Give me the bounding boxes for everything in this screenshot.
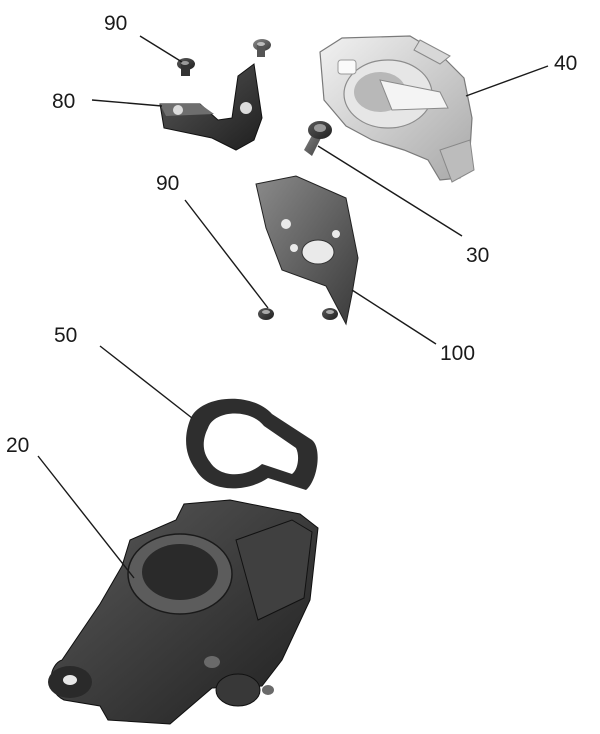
callout-100: 100 — [440, 342, 475, 365]
gasket-50 — [186, 398, 318, 490]
leader-20 — [37, 455, 135, 579]
leader-50 — [99, 345, 193, 419]
plate-100 — [255, 175, 359, 326]
callout-80: 80 — [52, 90, 75, 113]
bracket-80 — [159, 63, 263, 151]
leader-90-top — [139, 35, 183, 63]
screw-90-mid-right — [322, 308, 338, 320]
leader-30 — [317, 145, 463, 237]
throttle-body-20 — [48, 499, 319, 725]
callout-90-top: 90 — [104, 12, 127, 35]
screw-90-top-right — [253, 39, 271, 57]
callout-30: 30 — [466, 244, 489, 267]
leader-80 — [91, 99, 163, 107]
callout-20: 20 — [6, 434, 29, 457]
leader-90-mid — [184, 199, 269, 309]
bolt-30 — [304, 121, 332, 156]
screw-90-mid-left — [258, 308, 274, 320]
leader-100 — [351, 289, 437, 345]
callout-50: 50 — [54, 324, 77, 347]
sensor-40 — [319, 35, 475, 183]
leader-40 — [465, 65, 549, 97]
callout-40: 40 — [554, 52, 577, 75]
callout-90-mid: 90 — [156, 172, 179, 195]
